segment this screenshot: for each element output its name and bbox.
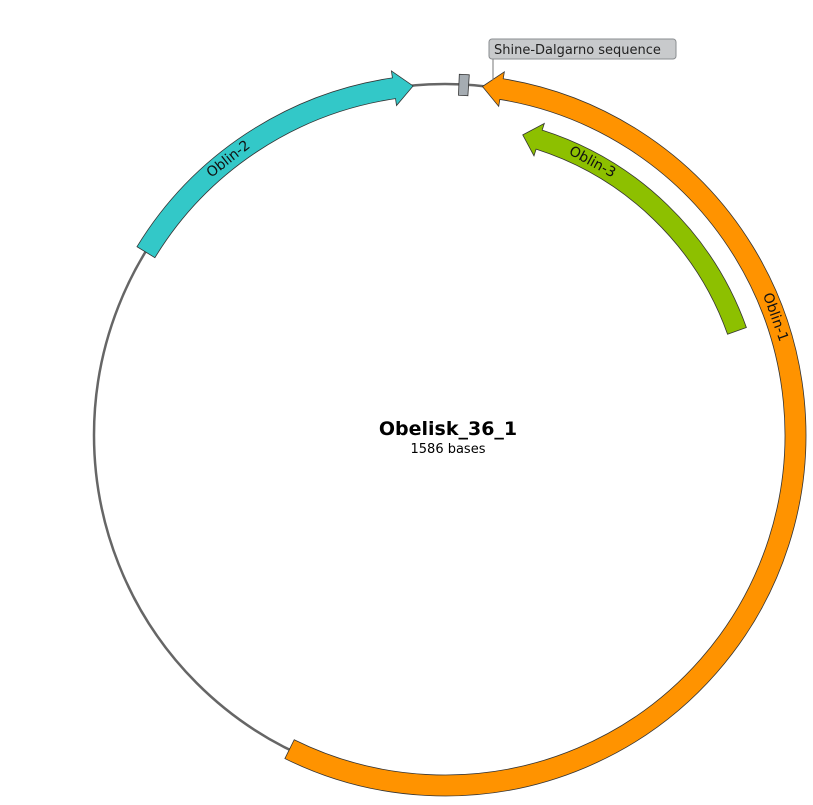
plasmid-center-text: Obelisk_36_1 1586 bases xyxy=(379,418,517,457)
callout-box xyxy=(488,38,677,60)
callout-label: Shine-Dalgarno sequence xyxy=(494,43,661,58)
shine-dalgarno-callout[interactable]: Shine-Dalgarno sequence xyxy=(488,38,677,80)
oblin-1-feature[interactable] xyxy=(284,70,807,797)
plasmid-length: 1586 bases xyxy=(411,442,486,457)
oblin-3-feature[interactable] xyxy=(522,122,747,335)
oblin-2-feature[interactable] xyxy=(136,70,414,259)
shine-dalgarno-feature[interactable] xyxy=(458,73,470,97)
feature-layer xyxy=(136,70,807,797)
plasmid-name: Obelisk_36_1 xyxy=(379,418,517,440)
